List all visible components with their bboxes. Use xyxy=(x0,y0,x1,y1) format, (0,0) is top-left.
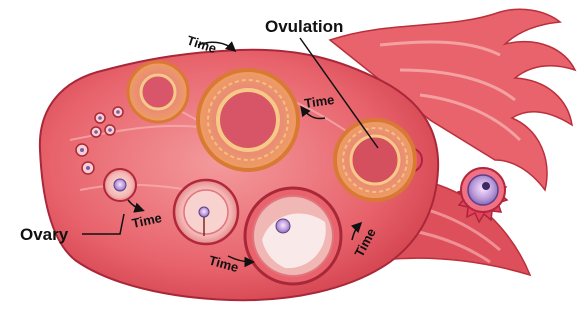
corpus-luteum-large xyxy=(198,70,298,170)
label-ovary: Ovary xyxy=(20,225,69,244)
primary-follicle xyxy=(104,169,136,201)
label-ovulation: Ovulation xyxy=(265,17,343,36)
corpus-luteum-ovulation xyxy=(335,120,415,200)
corpus-luteum-small xyxy=(128,62,188,122)
secondary-follicle xyxy=(174,180,238,244)
antral-follicle xyxy=(245,188,341,284)
